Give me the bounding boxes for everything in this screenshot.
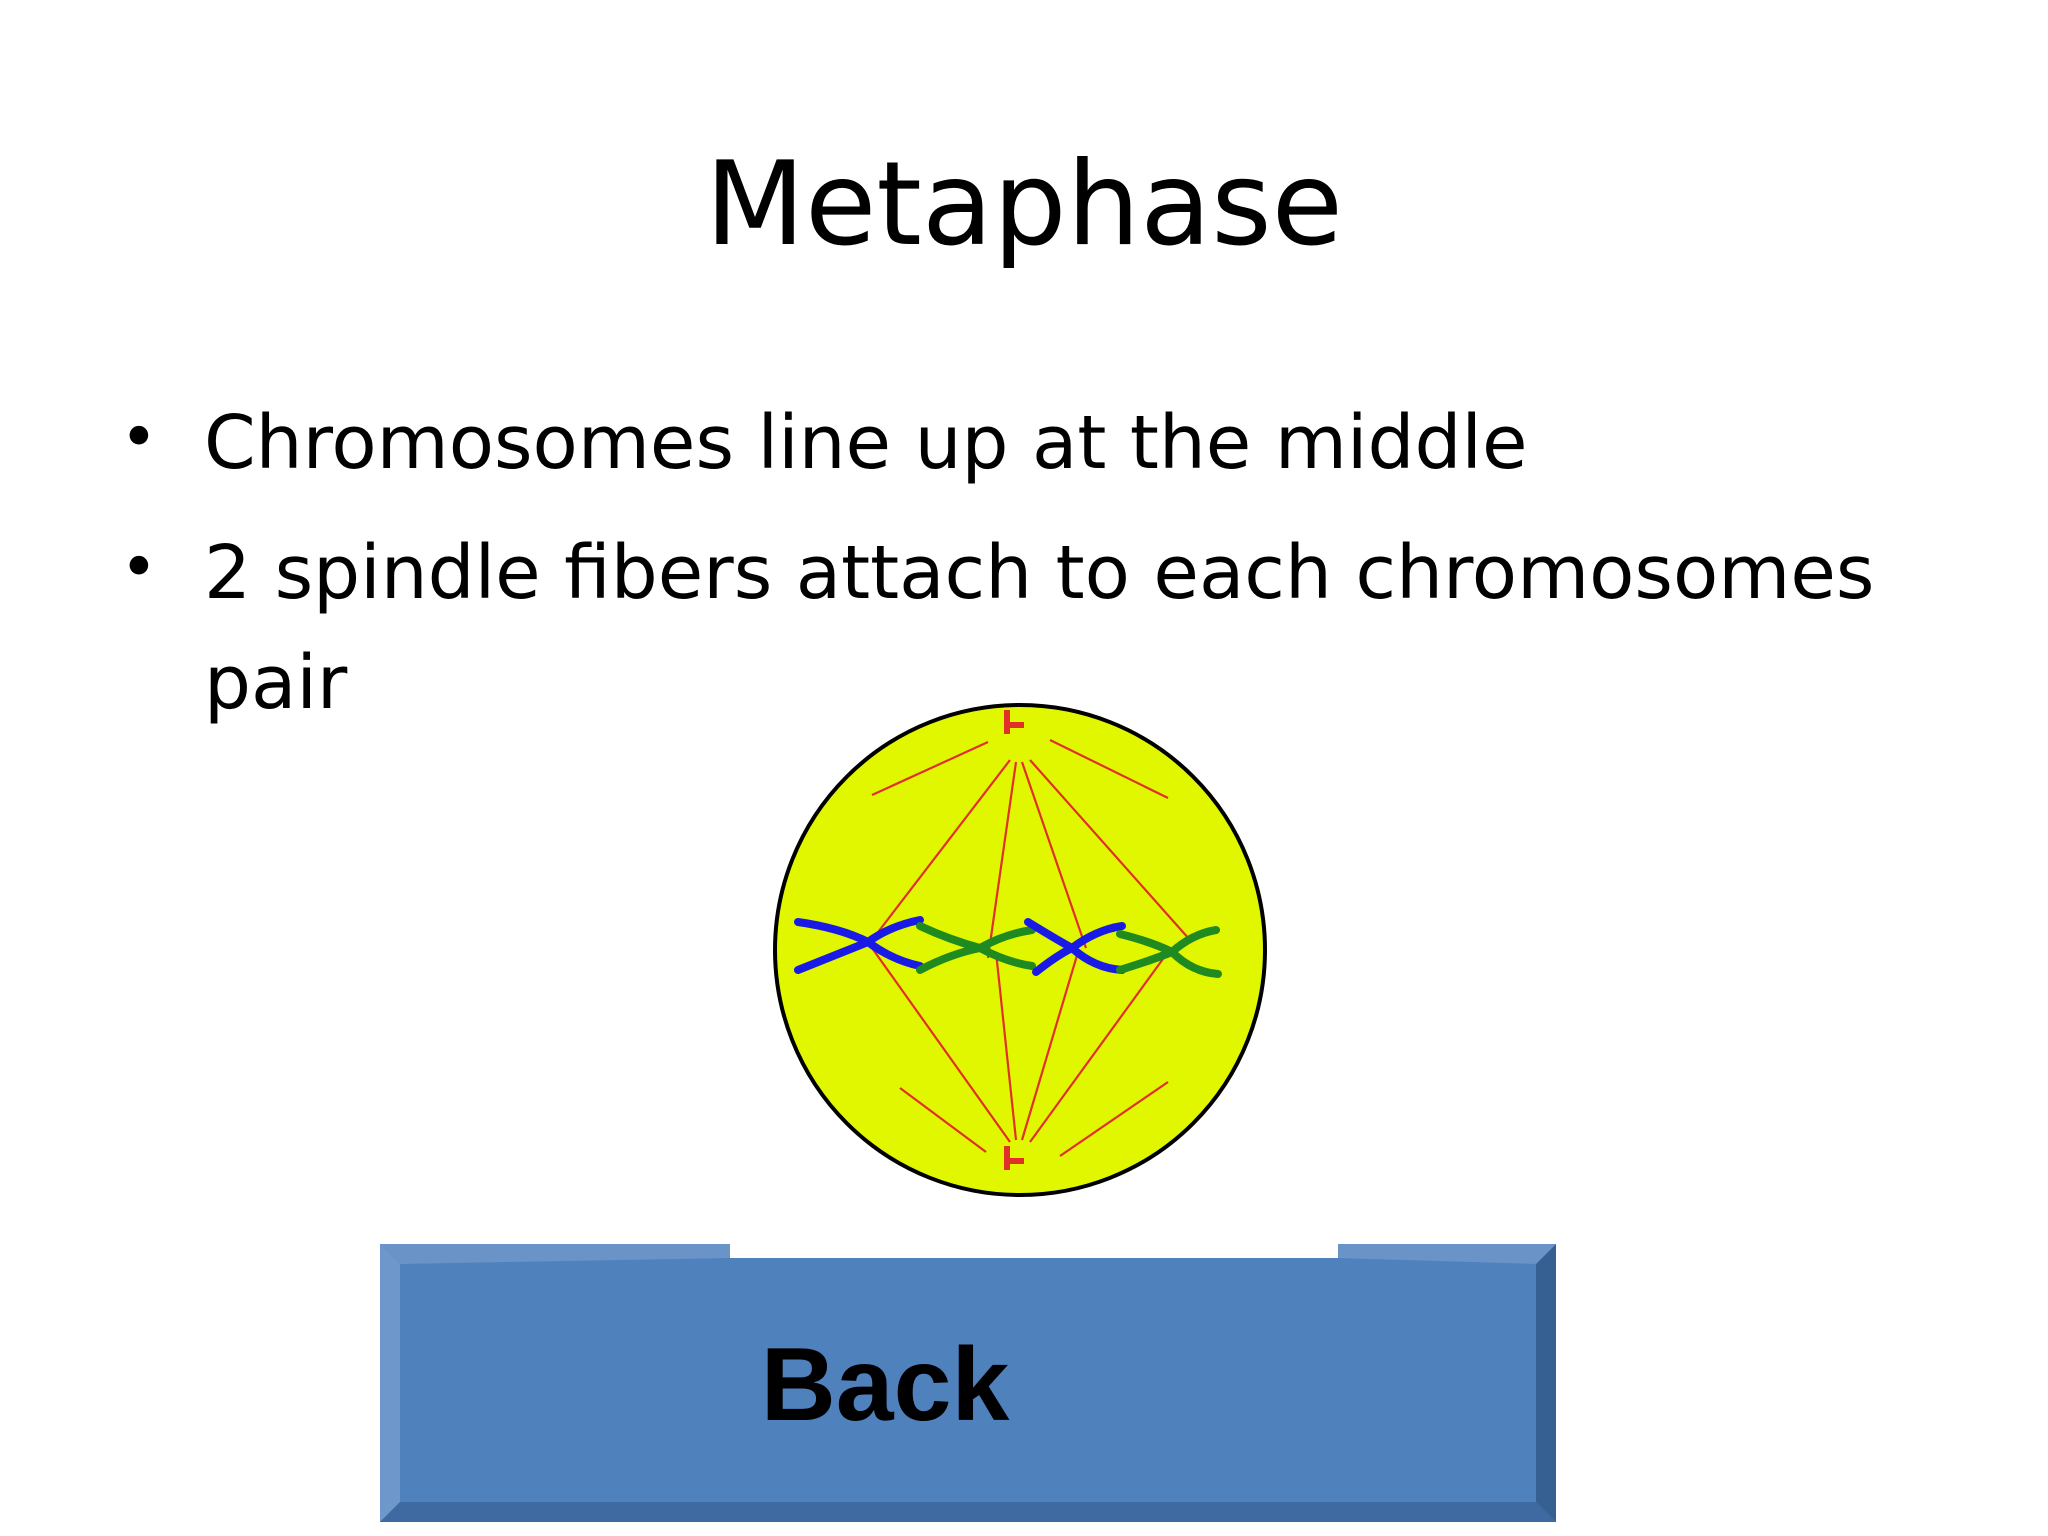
bullet-item: • 2 spindle fibers attach to each chromo… (120, 518, 1920, 738)
back-button-shape (380, 1244, 1556, 1522)
bullet-marker: • (120, 531, 158, 605)
back-button-label: Back (760, 1326, 1010, 1443)
bullet-item: • Chromosomes line up at the middle (120, 388, 1920, 498)
bullet-text: Chromosomes line up at the middle (204, 400, 1528, 486)
slide-title: Metaphase (704, 137, 1344, 272)
back-button[interactable]: Back (380, 1244, 1556, 1522)
bullet-text: 2 spindle fibers attach to each chromoso… (204, 530, 1875, 726)
chromosomes (794, 916, 1222, 978)
centrioles (1004, 710, 1024, 1170)
spindle-fibers (871, 739, 1191, 1157)
bullet-marker: • (120, 401, 158, 475)
bullet-list: • Chromosomes line up at the middle • 2 … (120, 388, 1920, 758)
metaphase-cell-diagram (773, 703, 1267, 1197)
cell-membrane (773, 703, 1267, 1197)
